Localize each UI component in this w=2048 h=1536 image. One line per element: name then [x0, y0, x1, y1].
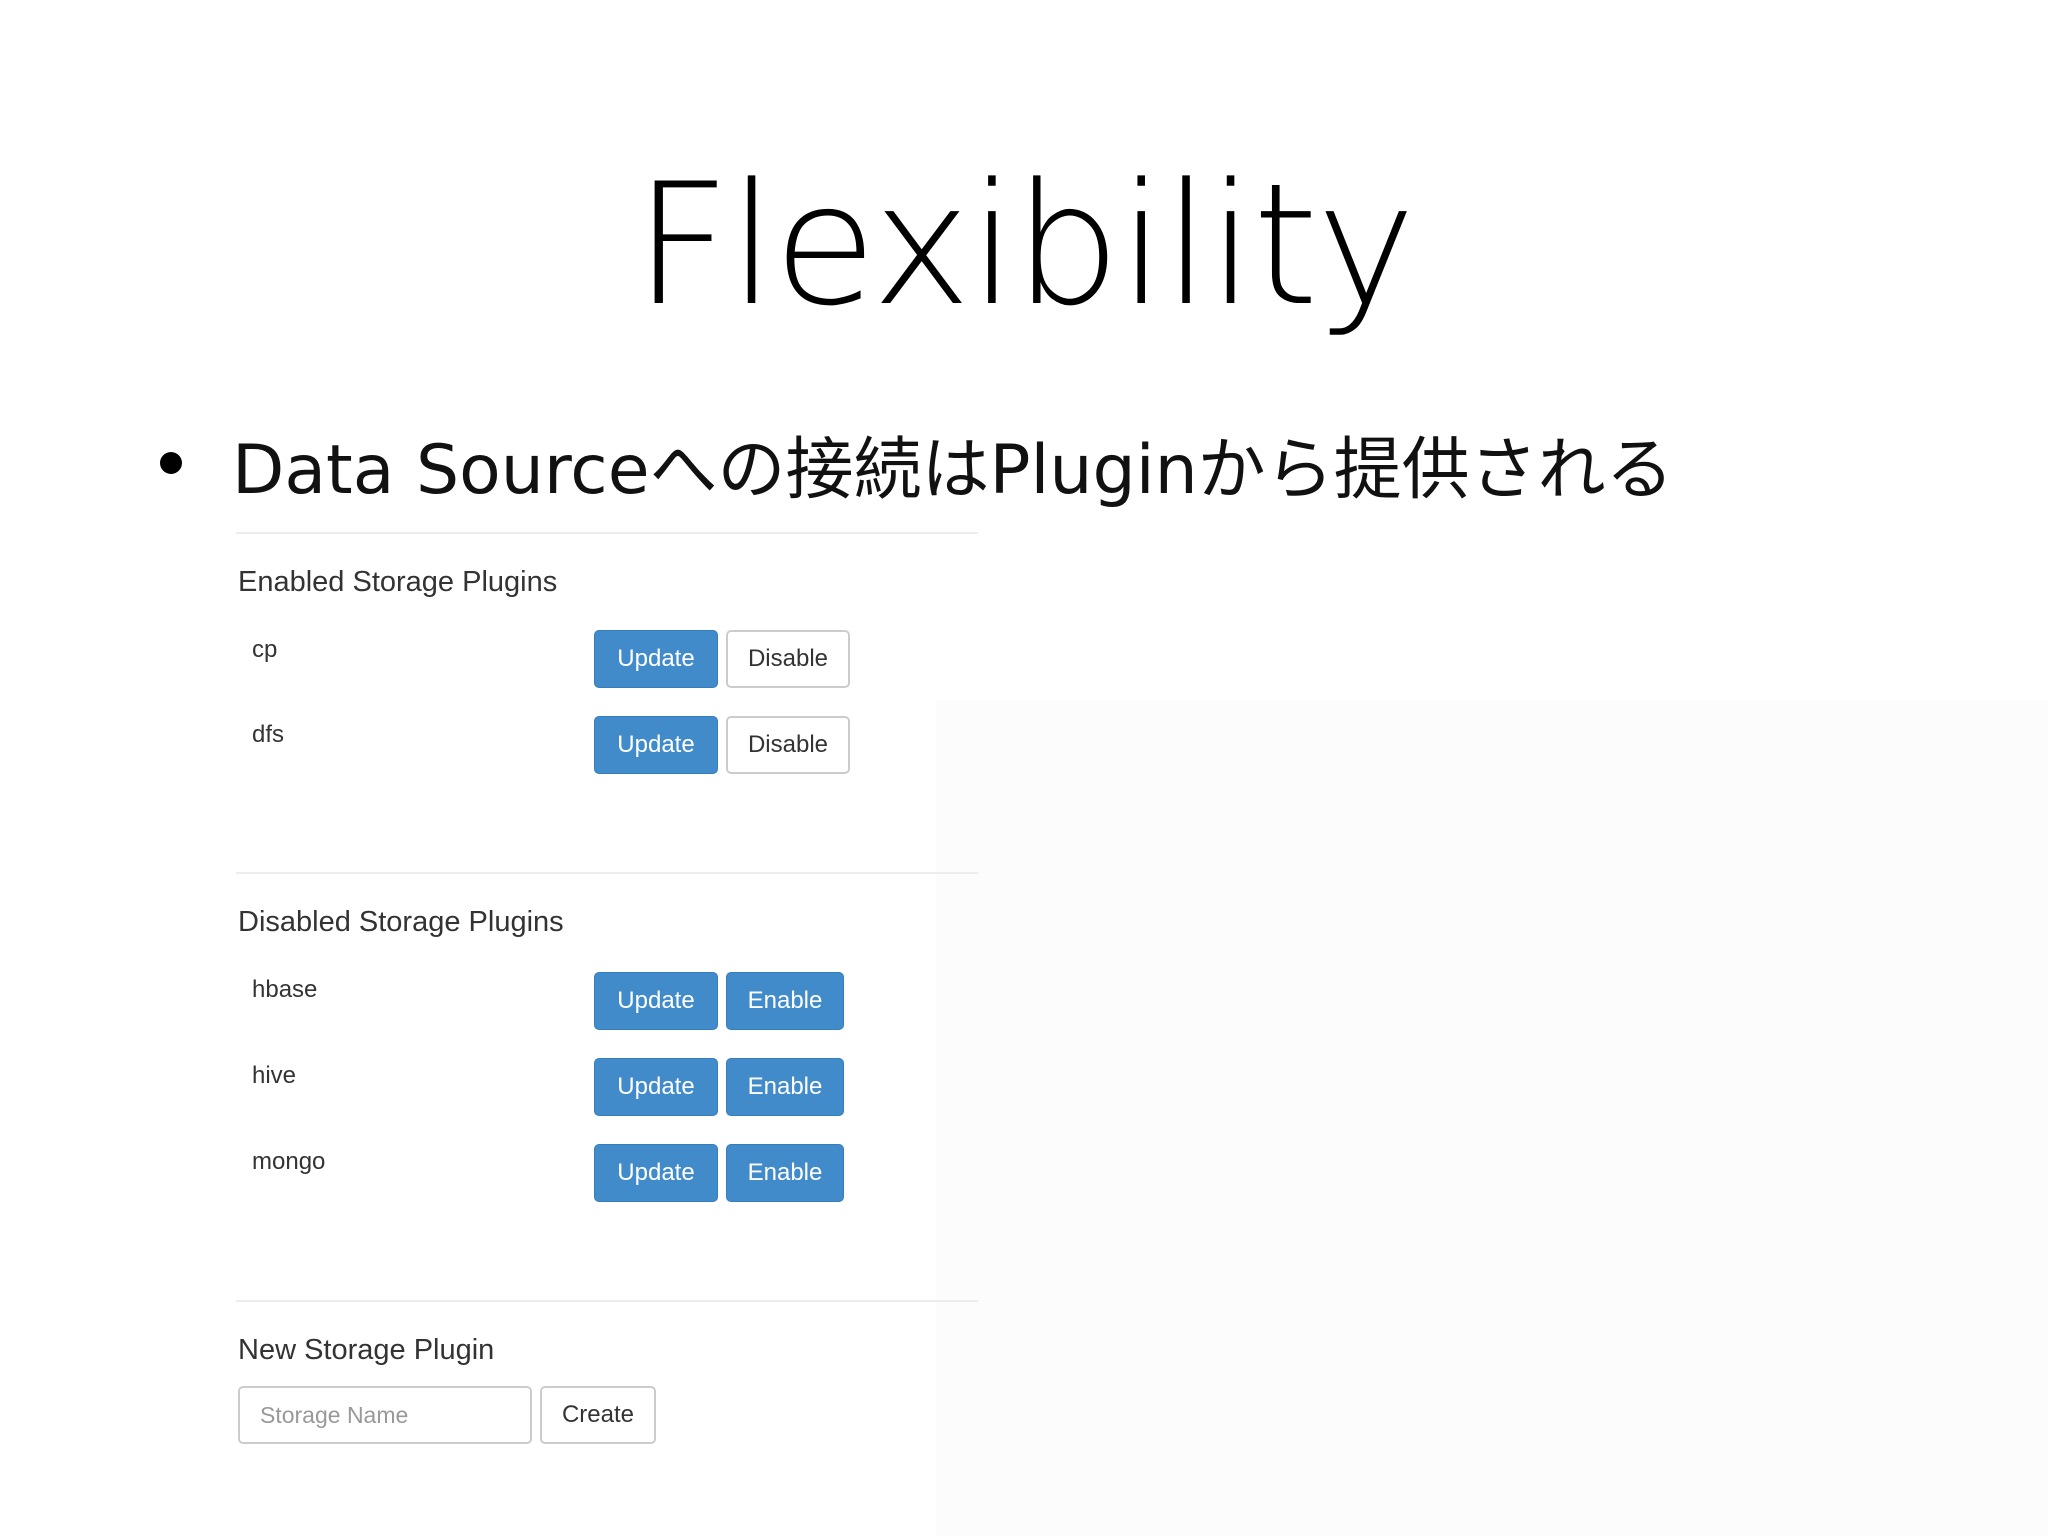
- storage-plugins-panel: Enabled Storage Plugins cp Update Disabl…: [236, 530, 2048, 1536]
- new-plugin-heading: New Storage Plugin: [238, 1334, 495, 1366]
- disabled-plugins-heading: Disabled Storage Plugins: [238, 906, 564, 938]
- divider: [236, 532, 978, 534]
- create-button[interactable]: Create: [540, 1386, 656, 1444]
- enable-button[interactable]: Enable: [726, 1058, 844, 1116]
- disable-button[interactable]: Disable: [726, 716, 850, 774]
- update-button[interactable]: Update: [594, 1144, 718, 1202]
- plugin-name: mongo: [252, 1148, 326, 1175]
- enabled-plugins-heading: Enabled Storage Plugins: [238, 566, 558, 598]
- update-button[interactable]: Update: [594, 716, 718, 774]
- plugin-name: dfs: [252, 721, 285, 748]
- enable-button[interactable]: Enable: [726, 1144, 844, 1202]
- plugin-name: hive: [252, 1062, 297, 1089]
- plugin-name: cp: [252, 636, 278, 663]
- divider: [236, 872, 978, 874]
- update-button[interactable]: Update: [594, 972, 718, 1030]
- plugin-name: hbase: [252, 976, 318, 1003]
- update-button[interactable]: Update: [594, 630, 718, 688]
- update-button[interactable]: Update: [594, 1058, 718, 1116]
- bullet-dot-icon: [160, 452, 182, 474]
- disable-button[interactable]: Disable: [726, 630, 850, 688]
- bullet-text: Data Sourceへの接続はPluginから提供される: [232, 430, 1674, 510]
- slide-title: Flexibility: [634, 147, 1416, 343]
- storage-name-input[interactable]: [238, 1386, 532, 1444]
- divider: [236, 1300, 978, 1302]
- panel-background: [936, 700, 2048, 1536]
- bullet-point: Data Sourceへの接続はPluginから提供される: [150, 418, 1674, 510]
- enable-button[interactable]: Enable: [726, 972, 844, 1030]
